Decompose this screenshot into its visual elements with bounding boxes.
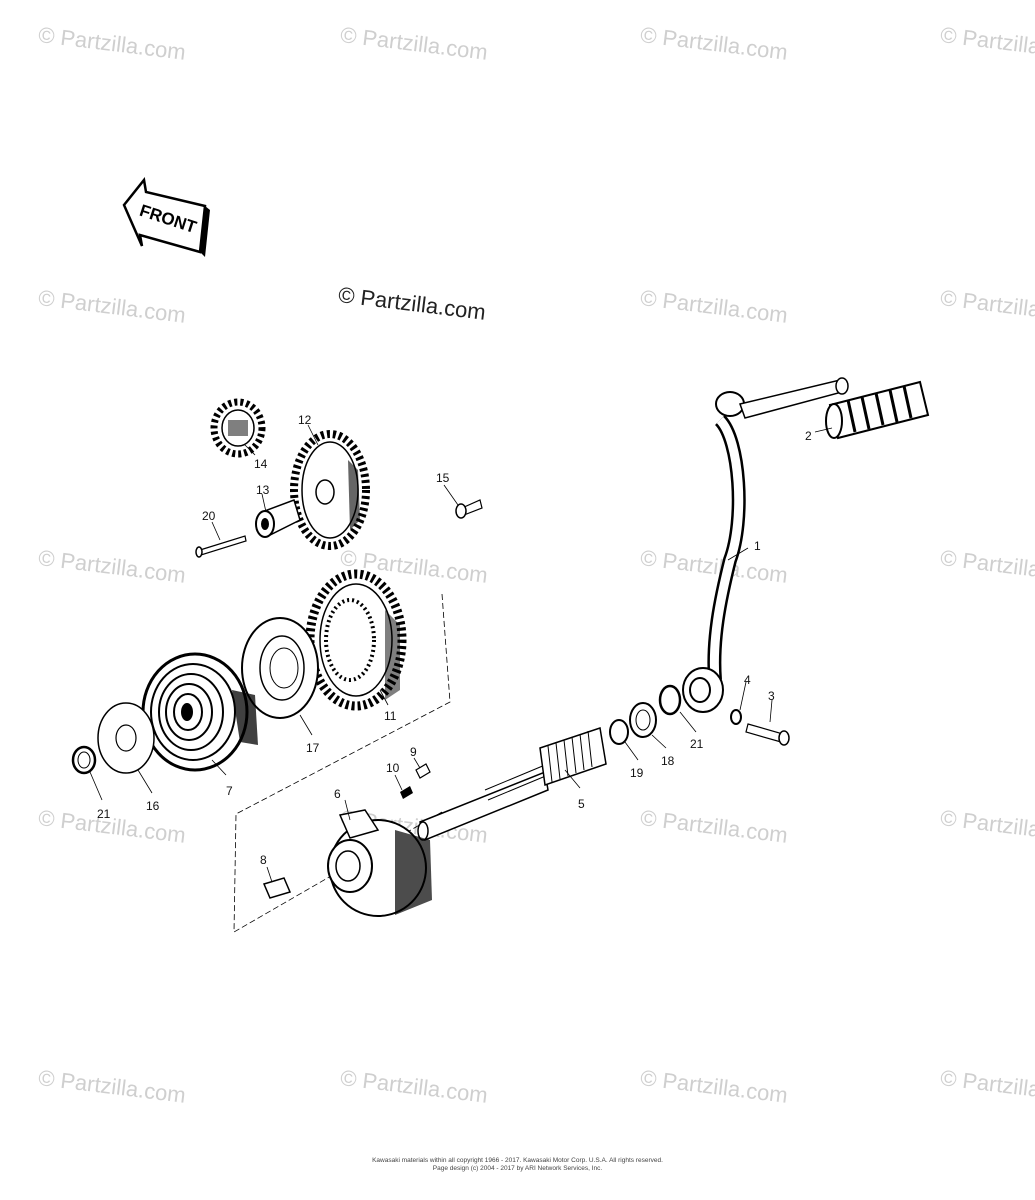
- rubber-grip-icon: [825, 380, 930, 440]
- callout-label: 19: [630, 766, 644, 780]
- plate-icon: [241, 617, 319, 719]
- washer-icon: [629, 702, 657, 738]
- callout-label: 12: [298, 413, 312, 427]
- callout-label: 9: [410, 745, 417, 759]
- o-ring-icon: [609, 719, 629, 745]
- callout-label: 1: [754, 539, 761, 553]
- callout-label: 5: [578, 797, 585, 811]
- callout-label: 16: [146, 799, 160, 813]
- callout-label: 20: [202, 509, 216, 523]
- callout-label: 21: [690, 737, 704, 751]
- callout-label: 4: [744, 673, 751, 687]
- callout-label: 11: [384, 709, 397, 723]
- shaft-icon: [417, 727, 607, 842]
- circlip-icon: [71, 745, 97, 775]
- callout-label: 6: [334, 787, 341, 801]
- page-design-line: Page design (c) 2004 - 2017 by ARI Netwo…: [432, 1165, 603, 1172]
- callout-label: 8: [260, 853, 267, 867]
- pin-icon: [400, 786, 413, 799]
- ratchet-gear-icon: [305, 569, 407, 711]
- callout-label: 3: [768, 689, 775, 703]
- callout-label: 17: [306, 741, 320, 755]
- leader-lines: [89, 424, 833, 883]
- callout-label: 13: [256, 483, 270, 497]
- callout-label: 2: [805, 429, 812, 443]
- callout-label: 7: [226, 784, 233, 798]
- collar-icon: [255, 499, 301, 538]
- callout-label: 14: [254, 457, 268, 471]
- callout-labels: 1 2 3 4 5 6 7 8 9 10 11 12 13 14 15 16 1…: [97, 413, 812, 867]
- ratchet-icon: [327, 809, 432, 917]
- washer-icon: [97, 702, 155, 774]
- bolt-icon: [195, 535, 247, 558]
- copyright-line: Kawasaki materials within all copyright …: [372, 1157, 663, 1164]
- bolt-icon: [745, 723, 790, 746]
- kick-pedal-arm-icon: [682, 377, 849, 713]
- callout-label: 15: [436, 471, 450, 485]
- key-icon: [262, 877, 292, 899]
- lock-washer-icon: [730, 709, 742, 725]
- gear-small-icon: [210, 398, 266, 458]
- front-arrow-icon: FRONT: [122, 177, 210, 257]
- screw-icon: [455, 499, 483, 519]
- gear-large-icon: [290, 430, 370, 550]
- callout-label: 18: [661, 754, 675, 768]
- callout-label: 10: [386, 761, 400, 775]
- coil-spring-icon: [141, 652, 258, 772]
- circlip-icon: [658, 684, 682, 716]
- callout-label: 21: [97, 807, 111, 821]
- spring-icon: [415, 763, 431, 779]
